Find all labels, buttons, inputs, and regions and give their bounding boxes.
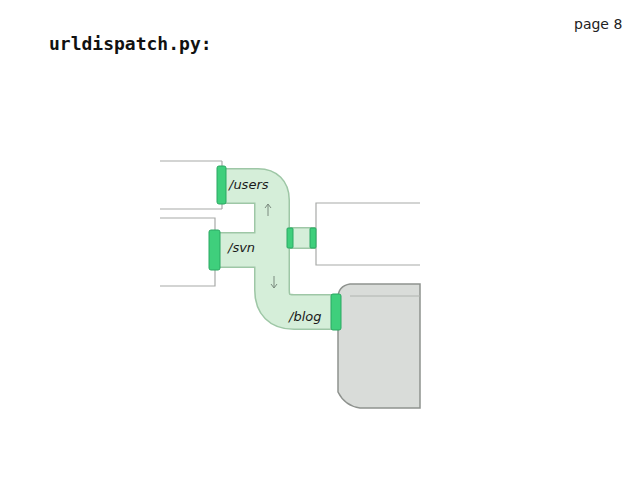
server-box: [338, 284, 420, 408]
pipe-fill: [217, 186, 334, 312]
box-outline: [316, 203, 420, 265]
box-edge: [350, 296, 420, 297]
flow-arrow: [265, 204, 277, 288]
pipe-joint: [209, 166, 341, 330]
slide-title: urldispatch.py:: [49, 33, 212, 54]
box-outline: [160, 161, 222, 209]
route-label: /svn: [228, 240, 255, 255]
route-label: /users: [229, 177, 269, 192]
page-number: page 8: [574, 16, 622, 32]
route-label: /blog: [289, 309, 321, 324]
box-outline: [160, 218, 215, 286]
pipe-outline: [217, 186, 334, 312]
